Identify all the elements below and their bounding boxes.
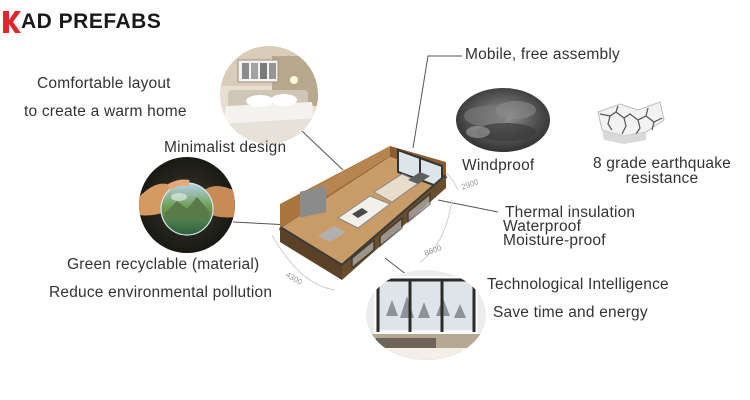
- brand-logo: K AD PREFABS: [0, 8, 161, 36]
- feature-tech: Technological Intelligence: [487, 276, 669, 293]
- interior-window-photo: [366, 270, 486, 360]
- feature-mobile: Mobile, free assembly: [465, 46, 620, 63]
- earthquake-crack-icon: [590, 92, 670, 148]
- brand-name: AD PREFABS: [21, 10, 162, 33]
- feature-earthquake-line1: 8 grade earthquake: [592, 155, 732, 172]
- feature-waterproof: Waterproof: [503, 218, 582, 235]
- feature-green-line2: Reduce environmental pollution: [49, 284, 273, 301]
- bedroom-photo: [220, 46, 318, 144]
- prefab-house-illustration: [270, 140, 470, 290]
- brand-logo-mark: K: [0, 9, 22, 35]
- feature-minimalist: Minimalist design: [164, 139, 287, 156]
- feature-earthquake-line2: resistance: [625, 170, 699, 187]
- feature-thermal: Thermal insulation: [505, 204, 636, 221]
- storm-cloud-photo: [456, 88, 550, 152]
- feature-comfortable-line2: to create a warm home: [24, 103, 187, 120]
- feature-green-line1: Green recyclable (material): [67, 256, 260, 273]
- feature-comfortable-line1: Comfortable layout: [37, 75, 171, 92]
- feature-save: Save time and energy: [493, 304, 648, 321]
- feature-moisture: Moisture-proof: [503, 232, 606, 249]
- glass-sphere-photo: [139, 157, 235, 253]
- feature-windproof: Windproof: [462, 157, 535, 174]
